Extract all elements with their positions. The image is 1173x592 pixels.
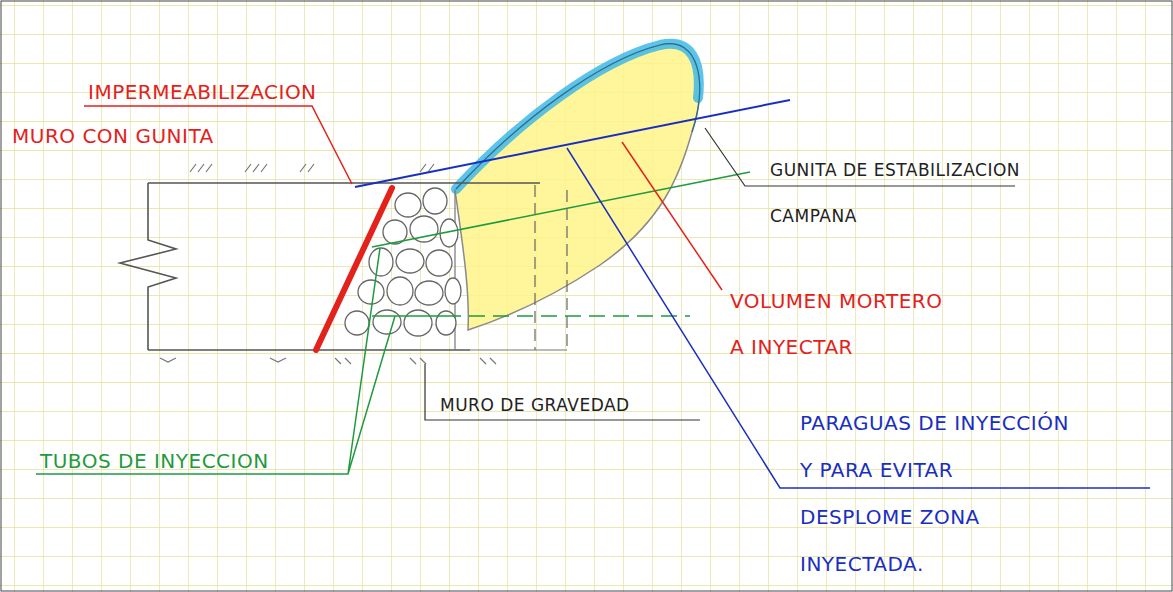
bell-volume bbox=[455, 44, 700, 330]
gunite-wall-label: MURO CON GUNITA bbox=[12, 124, 214, 148]
break-line bbox=[120, 183, 176, 350]
bell-label: CAMPANA bbox=[770, 206, 857, 226]
ground-line bbox=[148, 182, 540, 184]
umbrella-label: PARAGUAS DE INYECCIÓN Y PARA EVITAR DESP… bbox=[800, 400, 1072, 588]
mortar-volume-label: VOLUMEN MORTERO A INYECTAR bbox=[730, 278, 948, 370]
tunnel-floor bbox=[148, 349, 470, 351]
injection-tubes bbox=[372, 172, 750, 316]
bell-outline bbox=[456, 44, 700, 189]
gravity-wall-label: MURO DE GRAVEDAD bbox=[440, 395, 630, 415]
waterproofing bbox=[316, 188, 392, 350]
waterproofing-label: IMPERMEABILIZACION bbox=[88, 80, 317, 104]
stabilization-gunite bbox=[456, 44, 699, 189]
grass-marks bbox=[160, 164, 496, 364]
injection-tubes-label: TUBOS DE INYECCION bbox=[40, 449, 269, 473]
injection-umbrella bbox=[355, 100, 790, 187]
gravity-wall-stones bbox=[345, 188, 461, 336]
stabilization-label: GUNITA DE ESTABILIZACION bbox=[770, 160, 1020, 180]
wall-back bbox=[455, 190, 567, 350]
